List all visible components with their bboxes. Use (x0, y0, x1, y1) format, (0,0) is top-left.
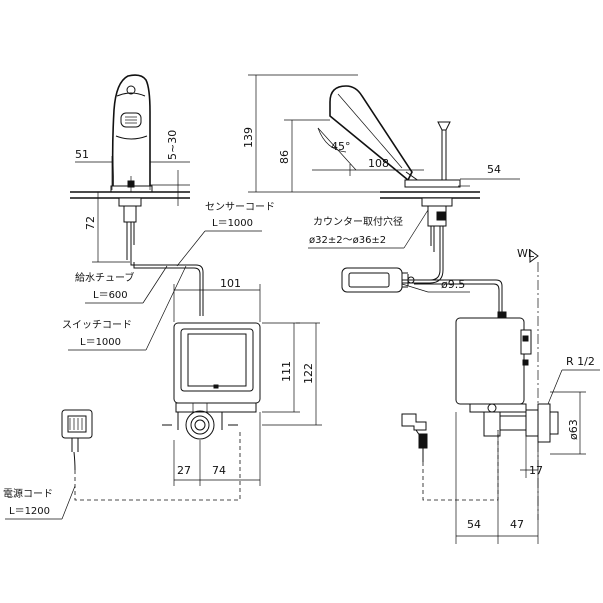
supply-tube-name: 給水チューブ (75, 271, 134, 284)
dim-27: 27 (177, 464, 191, 477)
supply-tube-length: L＝600 (93, 290, 128, 301)
sensor-cord-name: センサーコード (205, 201, 275, 213)
faucet-body-front (111, 74, 151, 190)
valve-outlet-front (185, 410, 215, 440)
dim-74: 74 (212, 464, 226, 477)
dim-54-bottom: 54 (467, 518, 481, 531)
power-cord-length: L＝1200 (9, 506, 50, 517)
sensor-cord-length: L＝1000 (212, 218, 253, 229)
dim-108: 108 (368, 157, 389, 170)
spout-outlet (126, 85, 136, 95)
power-plug-side (401, 413, 427, 431)
dim-139: 139 (242, 127, 255, 148)
power-cord-name: 電源コード (3, 487, 53, 500)
control-box-side (455, 317, 525, 405)
sensor-module (341, 267, 403, 293)
dim-17: 17 (529, 464, 543, 477)
front-view: 51 5~30 72 センサーコード L＝1000 給水チューブ L＝600 ス… (3, 74, 322, 520)
dim-45deg: 45° (331, 140, 351, 153)
dim-101: 101 (220, 277, 241, 290)
dim-5-30: 5~30 (166, 130, 179, 160)
counter-hole-size: ø32±2～ø36±2 (309, 235, 386, 246)
thread-r1-2: R 1/2 (566, 355, 595, 368)
dim-9-5: ø9.5 (441, 278, 465, 291)
dim-111: 111 (280, 361, 293, 382)
dim-54-top: 54 (487, 163, 501, 176)
dim-47: 47 (510, 518, 524, 531)
dim-51: 51 (75, 148, 89, 161)
switch-cord-length: L＝1000 (80, 337, 121, 348)
spout-side (329, 85, 413, 182)
water-line-label: WL (517, 247, 535, 260)
side-view: 139 86 45° 108 54 カウンター取付穴径 ø32±2～ø36±2 … (242, 74, 600, 544)
sensor-window (120, 112, 142, 128)
dim-86: 86 (278, 150, 291, 164)
counter-hole-name: カウンター取付穴径 (313, 215, 403, 228)
dim-122: 122 (302, 363, 315, 384)
power-plug (61, 409, 93, 439)
dim-72: 72 (84, 216, 97, 230)
dim-63: ø63 (567, 419, 580, 440)
switch-cord-name: スイッチコード (62, 319, 132, 331)
